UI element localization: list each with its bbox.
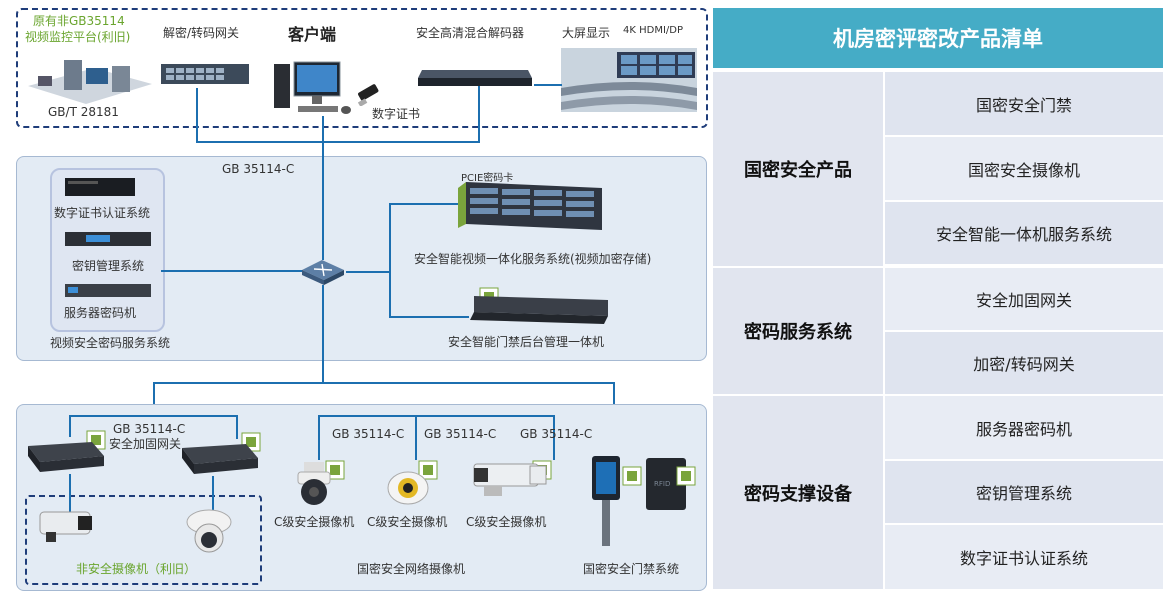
chip-icon: [325, 460, 345, 480]
usb-key-icon: [357, 84, 379, 106]
device-zone: [16, 404, 707, 591]
connector-cameras: [318, 415, 554, 417]
table-item: 国密安全摄像机: [885, 137, 1163, 202]
server-crypto-icon: [65, 284, 151, 297]
connector-switch-top: [322, 156, 324, 260]
cert-system-label: 数字证书认证系统: [54, 206, 151, 220]
connector-switch-down: [322, 285, 324, 383]
gateway-device-icon: [182, 444, 258, 474]
chip-icon: [622, 466, 642, 486]
table-item: 安全智能一体机服务系统: [885, 202, 1163, 266]
key-mgmt-label: 密钥管理系统: [72, 259, 145, 273]
connector-bus-left: [153, 382, 155, 407]
cert-system-icon: [65, 178, 135, 196]
server-crypto-label: 服务器密码机: [64, 306, 137, 320]
key-mgmt-icon: [65, 232, 151, 246]
door-server-label: 安全智能门禁后台管理一体机: [448, 335, 605, 349]
table-group: 密码支撑设备: [713, 396, 885, 589]
camera-b-label: C级安全摄像机: [367, 515, 448, 529]
gateway-rack-icon: [161, 64, 249, 84]
connector-cam-a: [318, 415, 320, 460]
card-reader-icon: RFID: [646, 458, 686, 510]
video-server-icon: [458, 182, 602, 230]
table-item: 密钥管理系统: [885, 461, 1163, 525]
legacy-platform-label-2: 视频监控平台(利旧): [25, 30, 131, 44]
camera-c-label: C级安全摄像机: [466, 515, 547, 529]
legacy-camera-zone: [25, 495, 262, 585]
camera-a-label: C级安全摄像机: [274, 515, 355, 529]
gb28181-label: GB/T 28181: [48, 105, 119, 119]
table-item: 服务器密码机: [885, 396, 1163, 461]
product-table: 机房密评密改产品清单 国密安全产品 国密安全门禁 国密安全摄像机 安全智能一体机…: [713, 8, 1163, 589]
table-item: 加密/转码网关: [885, 332, 1163, 396]
mid-protocol-label: GB 35114-C: [222, 162, 295, 176]
svg-text:RFID: RFID: [654, 480, 670, 488]
non-secure-camera-label: 非安全摄像机（利旧）: [76, 562, 197, 576]
door-system-label: 国密安全门禁系统: [583, 562, 680, 576]
hdmi-label: 4K HDMI/DP: [623, 25, 683, 36]
digital-cert-label: 数字证书: [372, 107, 421, 121]
connector-to-video-server: [389, 203, 459, 205]
connector-decoder-down: [478, 86, 480, 143]
connector-cam1: [69, 474, 71, 512]
door-server-icon: [470, 296, 608, 324]
gateway-label: 解密/转码网关: [163, 26, 240, 40]
client-pc-icon: [274, 61, 351, 114]
connector-gw1: [69, 415, 71, 437]
table-item: 安全加固网关: [885, 268, 1163, 332]
table-group: 密码服务系统: [713, 268, 885, 394]
face-terminal-icon: [592, 456, 620, 546]
legacy-platform-label-1: 原有非GB35114: [33, 14, 125, 28]
camera-b-proto: GB 35114-C: [424, 427, 497, 441]
connector-gw2: [236, 415, 238, 439]
bigscreen-label: 大屏显示: [562, 26, 611, 40]
client-label: 客户端: [288, 25, 337, 44]
table-title: 机房密评密改产品清单: [713, 8, 1163, 68]
connector-to-door-server: [389, 316, 469, 318]
client-zone: [16, 8, 708, 128]
bullet-camera-icon: [39, 511, 92, 542]
dome-camera-icon: [186, 509, 232, 553]
connector-right-riser: [389, 203, 391, 317]
network-switch-icon: [302, 260, 344, 285]
crypto-service-label: 视频安全密码服务系统: [50, 336, 171, 350]
table-divider: [713, 394, 1163, 396]
gateway-label-bottom: 安全加固网关: [109, 437, 182, 451]
connector-top-bus: [196, 141, 479, 143]
turret-camera-icon: [387, 471, 429, 505]
table-divider: [713, 266, 1163, 268]
connector-decoder-screen: [534, 84, 562, 86]
connector-gateways: [69, 415, 237, 417]
connector-switch-right: [346, 271, 390, 273]
table-item: 国密安全门禁: [885, 72, 1163, 137]
decoder-icon: [418, 70, 532, 86]
connector-gateway-down: [196, 88, 198, 142]
connector-cam-b: [415, 415, 417, 460]
network-cameras-label: 国密安全网络摄像机: [357, 562, 466, 576]
video-server-label: 安全智能视频一体化服务系统(视频加密存储): [414, 252, 652, 266]
legacy-platform-icon: [28, 60, 152, 104]
connector-cam-c: [553, 415, 555, 460]
decoder-label: 安全高清混合解码器: [416, 26, 525, 40]
table-group: 国密安全产品: [713, 72, 885, 266]
connector-box-switch: [161, 270, 303, 272]
connector-cam2: [212, 476, 214, 512]
table-item: 数字证书认证系统: [885, 525, 1163, 589]
control-room-icon: [561, 48, 697, 112]
gateway-device-icon: [28, 442, 104, 472]
chip-icon: [676, 466, 696, 486]
ptz-camera-icon: [297, 462, 331, 505]
connector-client-down: [322, 116, 324, 142]
connector-bus-to-mid: [322, 141, 324, 158]
connector-bottom-bus: [153, 382, 614, 384]
gateway-proto-label: GB 35114-C: [113, 422, 186, 436]
camera-a-proto: GB 35114-C: [332, 427, 405, 441]
bullet-camera-icon: [473, 463, 547, 496]
pcie-label: PCIE密码卡: [461, 173, 514, 184]
camera-c-proto: GB 35114-C: [520, 427, 593, 441]
chip-icon: [418, 460, 438, 480]
